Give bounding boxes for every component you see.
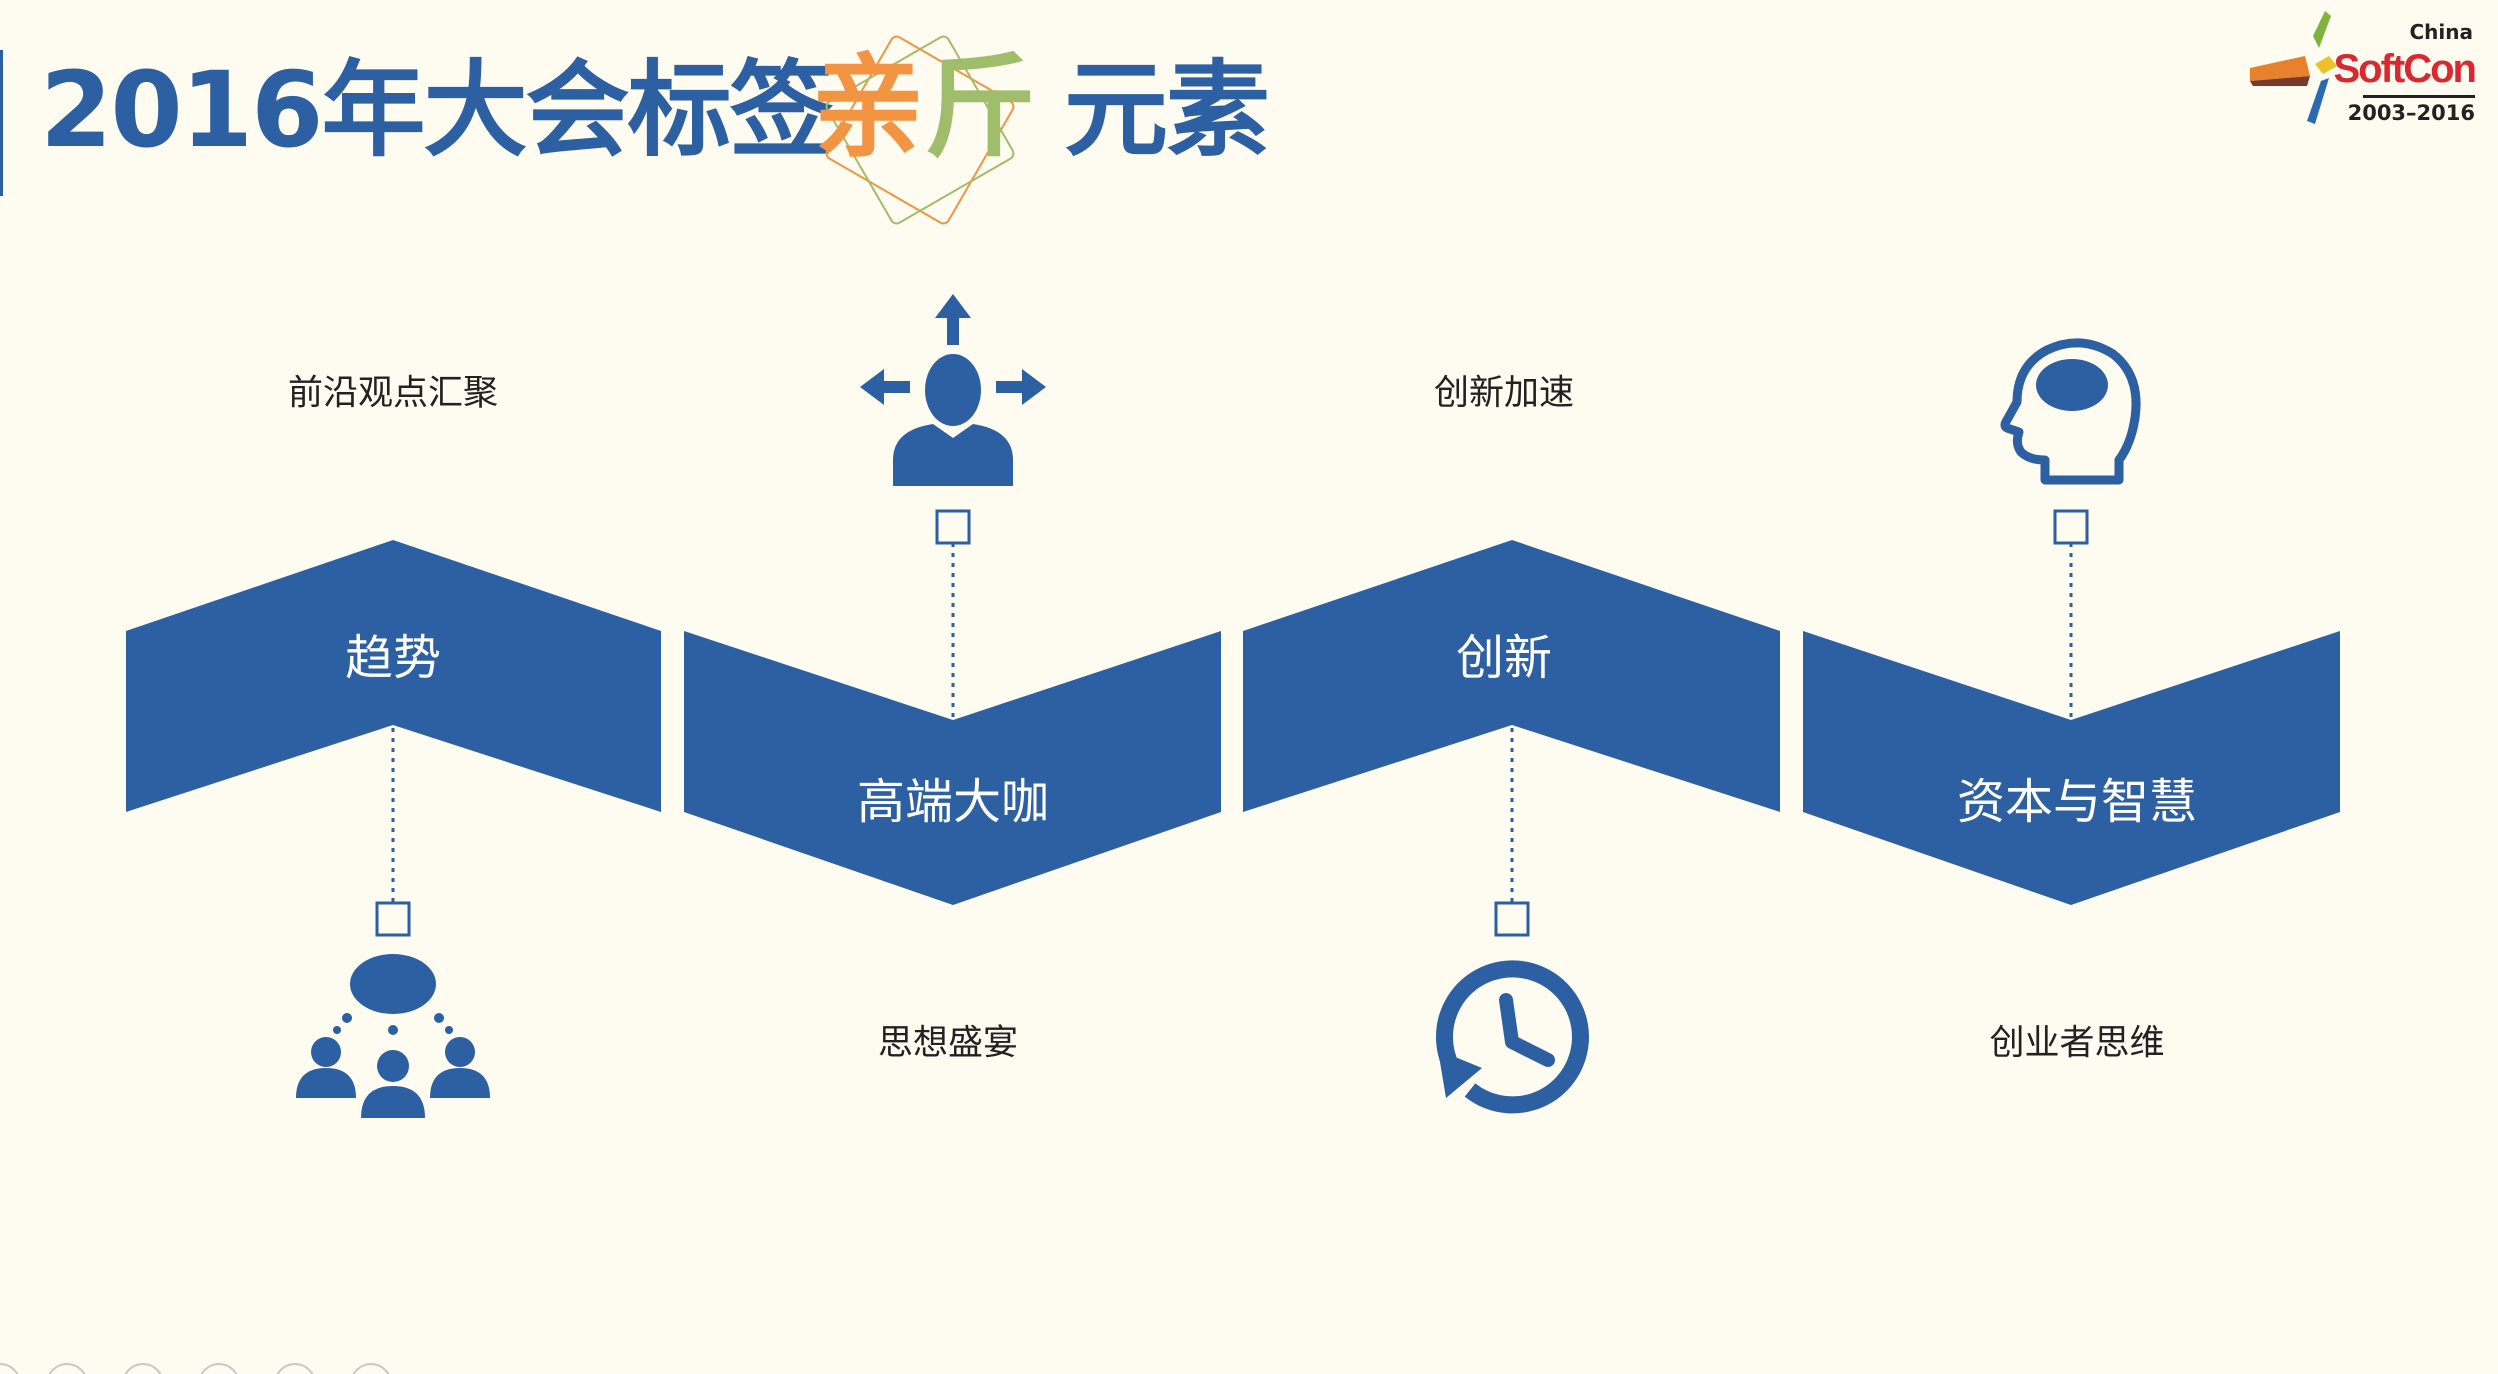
highlight-frame-icon — [825, 35, 1015, 225]
step-label-2: 高端大咖 — [856, 774, 1050, 830]
node-marker-1 — [375, 901, 411, 937]
slide-nav-dots[interactable] — [0, 1360, 420, 1374]
node-marker-3 — [1494, 901, 1530, 937]
step-caption-1: 前沿观点汇聚 — [287, 373, 499, 414]
page-title: 2016年大会标签 — [40, 49, 833, 171]
discussion-group-icon — [296, 954, 490, 1118]
step-label-1: 趋势 — [344, 630, 442, 686]
step-band-4 — [1803, 631, 2340, 905]
logo-divider — [2363, 95, 2475, 98]
step-band-2 — [684, 631, 1221, 905]
step-label-4: 资本与智慧 — [1956, 774, 2198, 830]
node-marker-4 — [2053, 509, 2089, 545]
page-title-suffix: 元素 — [1064, 49, 1270, 171]
step-caption-4: 创业者思维 — [1989, 1023, 2165, 1064]
node-marker-2 — [935, 509, 971, 545]
step-band-1 — [126, 540, 661, 812]
clock-icon — [1435, 960, 1589, 1114]
step-caption-2: 思想盛宴 — [877, 1023, 1019, 1064]
step-caption-3: 创新加速 — [1433, 373, 1575, 414]
leader-arrows-icon — [860, 294, 1046, 486]
step-label-3: 创新 — [1455, 630, 1553, 686]
left-accent-bar — [0, 50, 3, 196]
pinwheel-logo-icon — [2250, 11, 2337, 124]
title-highlight-character: 亲斤 — [812, 43, 1036, 173]
brain-head-icon — [2000, 338, 2141, 485]
softcon-logo: China SoftCon 2003–2016 — [2245, 6, 2485, 136]
step-band-3 — [1243, 540, 1780, 812]
